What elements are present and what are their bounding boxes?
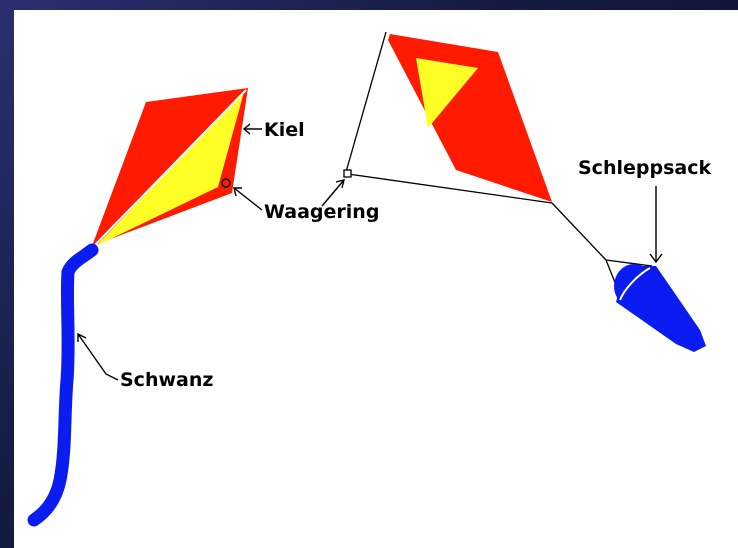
right-kite-towline <box>551 202 607 261</box>
drogue <box>605 259 706 352</box>
label-schleppsack: Schleppsack <box>578 157 711 179</box>
label-waagering: Waagering <box>264 201 379 223</box>
right-kite-bridle-line <box>345 31 387 173</box>
kite-diagram: Kiel Waagering Schwanz Schleppsack <box>27 31 711 527</box>
label-kiel: Kiel <box>264 119 305 141</box>
arrow-waagering-right-head <box>335 179 345 189</box>
right-kite-sail <box>388 34 552 202</box>
left-kite <box>92 88 248 247</box>
arrow-schleppsack-head <box>649 253 663 264</box>
arrow-waagering-left-head <box>233 187 242 197</box>
annotation-arrows <box>77 123 663 381</box>
right-kite-bridle-ring <box>343 169 352 178</box>
left-kite-tail <box>27 243 99 527</box>
arrow-waagering-left <box>233 187 263 211</box>
right-kite <box>343 31 607 261</box>
right-kite-bridle-line-2 <box>347 173 553 204</box>
left-kite-spine <box>93 89 247 247</box>
drogue-line-b <box>605 259 653 267</box>
arrow-kiel-head <box>242 123 251 135</box>
arrow-schwanz <box>77 333 119 381</box>
drogue-rim-highlight <box>619 267 651 301</box>
diagram-canvas: Kiel Waagering Schwanz Schleppsack <box>14 10 738 548</box>
left-kite-bridle-ring <box>221 178 231 188</box>
arrow-schwanz-head <box>77 332 87 342</box>
right-kite-center-panel <box>416 58 478 128</box>
drogue-mouth <box>614 264 654 308</box>
label-schwanz: Schwanz <box>120 369 213 391</box>
arrow-waagering-right <box>321 179 345 207</box>
